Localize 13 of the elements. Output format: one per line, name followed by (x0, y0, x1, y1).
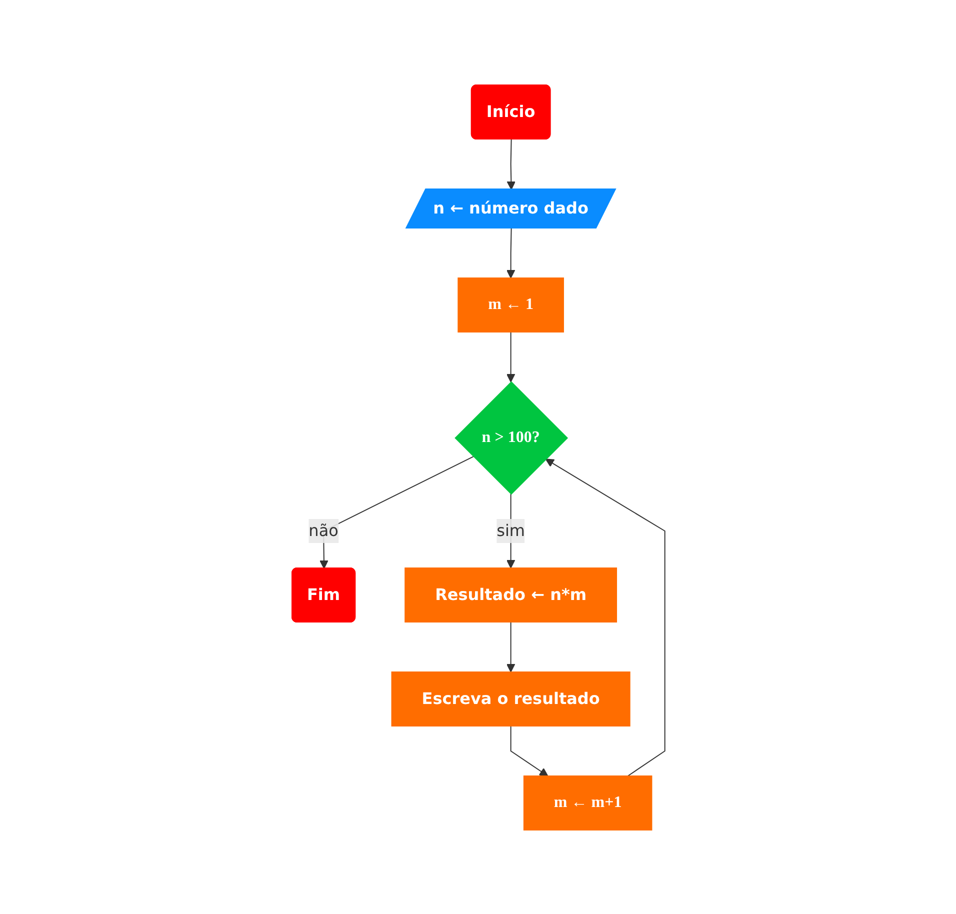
arrow (506, 228, 515, 278)
arrow (506, 331, 515, 382)
arrow (506, 138, 516, 190)
arrow (510, 725, 548, 776)
edge-label: sim (496, 520, 525, 540)
arrow (544, 458, 665, 776)
edge-label: não (308, 520, 338, 540)
node-box: m ← 1 (457, 277, 564, 332)
node-diamond: n > 100? (454, 380, 568, 494)
node-box: Escreva o resultado (390, 671, 630, 726)
arrow (506, 621, 515, 672)
node-box: Resultado ← n*m (404, 567, 617, 622)
node-box: m ← m+1 (523, 774, 652, 830)
